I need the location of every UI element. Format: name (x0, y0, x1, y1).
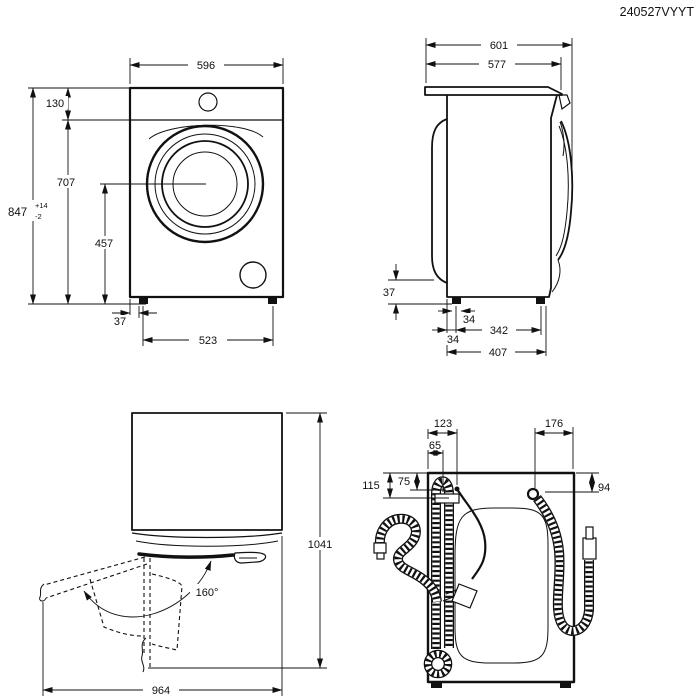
drain-filter-cap (239, 261, 267, 289)
front-lower-curve (551, 259, 561, 293)
dim-label-front-panel-height: 130 (46, 98, 64, 110)
dim-label-rear-drain-upper: 75 (398, 476, 410, 488)
door-90-end-break (141, 637, 147, 673)
plug-prong (442, 596, 454, 602)
cabinet-side (446, 94, 558, 298)
drain-hose-connector-tip (376, 552, 385, 560)
foot (431, 682, 442, 688)
door-90-glass (151, 573, 183, 651)
foot (139, 297, 148, 304)
plug-prong (445, 589, 457, 595)
dim-label-side-depth-body: 577 (488, 59, 506, 71)
door-handle (233, 551, 267, 564)
dim-label-tolerance-minus: -2 (35, 212, 42, 221)
dim-label-front-total-height: 847 (8, 207, 27, 219)
panel-edge-tab (558, 94, 571, 111)
opening-angle-arc (83, 560, 212, 618)
inlet-hose-connector (582, 537, 597, 560)
power-plug (451, 583, 478, 609)
dim-label-side-base-depth: 407 (489, 347, 507, 359)
door-profile-inner (555, 125, 569, 257)
drain-hose-end-loop (424, 650, 452, 678)
worktop (424, 86, 563, 96)
door-160-glass (89, 578, 143, 637)
drain-outlet-fitting (434, 493, 460, 504)
dim-label-tolerance-plus: +14 (35, 201, 48, 210)
rear-panel-recess (454, 507, 549, 664)
dim-label-side-foot-inset: 34 (447, 334, 459, 346)
top-view-door-open: 160° 1041 964 (39, 412, 341, 697)
front-view: 596 847 +14 -2 130 707 457 (6, 58, 285, 347)
dim-label-front-feet-distance: 523 (199, 335, 217, 347)
program-knob (198, 92, 218, 112)
dim-label-door-center-height: 457 (95, 238, 113, 250)
door-profile-outer (557, 120, 574, 261)
door-160-end-break (39, 583, 47, 602)
power-cord (442, 486, 487, 609)
document-code: 240527VYYT (620, 5, 695, 19)
side-view: 601 577 37 34 34 (376, 38, 574, 359)
dim-label-side-depth-total: 601 (490, 40, 508, 52)
door-top-edge (559, 121, 565, 157)
cabinet-top (131, 412, 283, 531)
dim-label-open-width: 964 (152, 685, 170, 697)
foot (560, 682, 571, 688)
rear-view: 123 65 176 94 115 75 (362, 417, 610, 688)
rear-cover-bulge (431, 118, 448, 284)
foot (452, 297, 461, 304)
dim-label-rear-inlet-height: 94 (598, 482, 610, 494)
open-door-sill (137, 552, 235, 559)
dim-label-side-foot-width: 34 (463, 314, 475, 326)
dim-label-front-body-height: 707 (57, 177, 75, 189)
dim-label-front-width: 596 (197, 60, 215, 72)
foot (268, 297, 277, 304)
cabinet-front (128, 86, 285, 299)
front-edge-curve (131, 532, 283, 539)
door-160-outline (45, 563, 148, 599)
dim-label-side-feet-distance: 342 (490, 325, 508, 337)
inlet-hose (526, 487, 589, 631)
drain-hose (423, 481, 452, 679)
foot (536, 297, 545, 304)
dim-label-front-foot-inset: 37 (114, 316, 126, 328)
dim-label-rear-cord-offset: 65 (429, 440, 441, 452)
dim-label-opening-angle: 160° (196, 587, 219, 599)
dim-label-rear-drain-height: 115 (362, 480, 380, 492)
door-trim-top (148, 124, 264, 140)
dim-label-rear-drain-offset: 123 (434, 418, 452, 430)
dim-label-side-rear-clearance: 37 (383, 287, 395, 299)
inlet-hose-connector-tip (585, 526, 594, 540)
drain-hose-connector (373, 542, 387, 554)
front-face-curve (135, 540, 279, 547)
dim-label-rear-inlet-offset: 176 (545, 418, 563, 430)
inlet-hose-ring-end (526, 487, 540, 501)
door-160-outline (43, 556, 146, 586)
dim-label-open-depth: 1041 (308, 539, 332, 551)
